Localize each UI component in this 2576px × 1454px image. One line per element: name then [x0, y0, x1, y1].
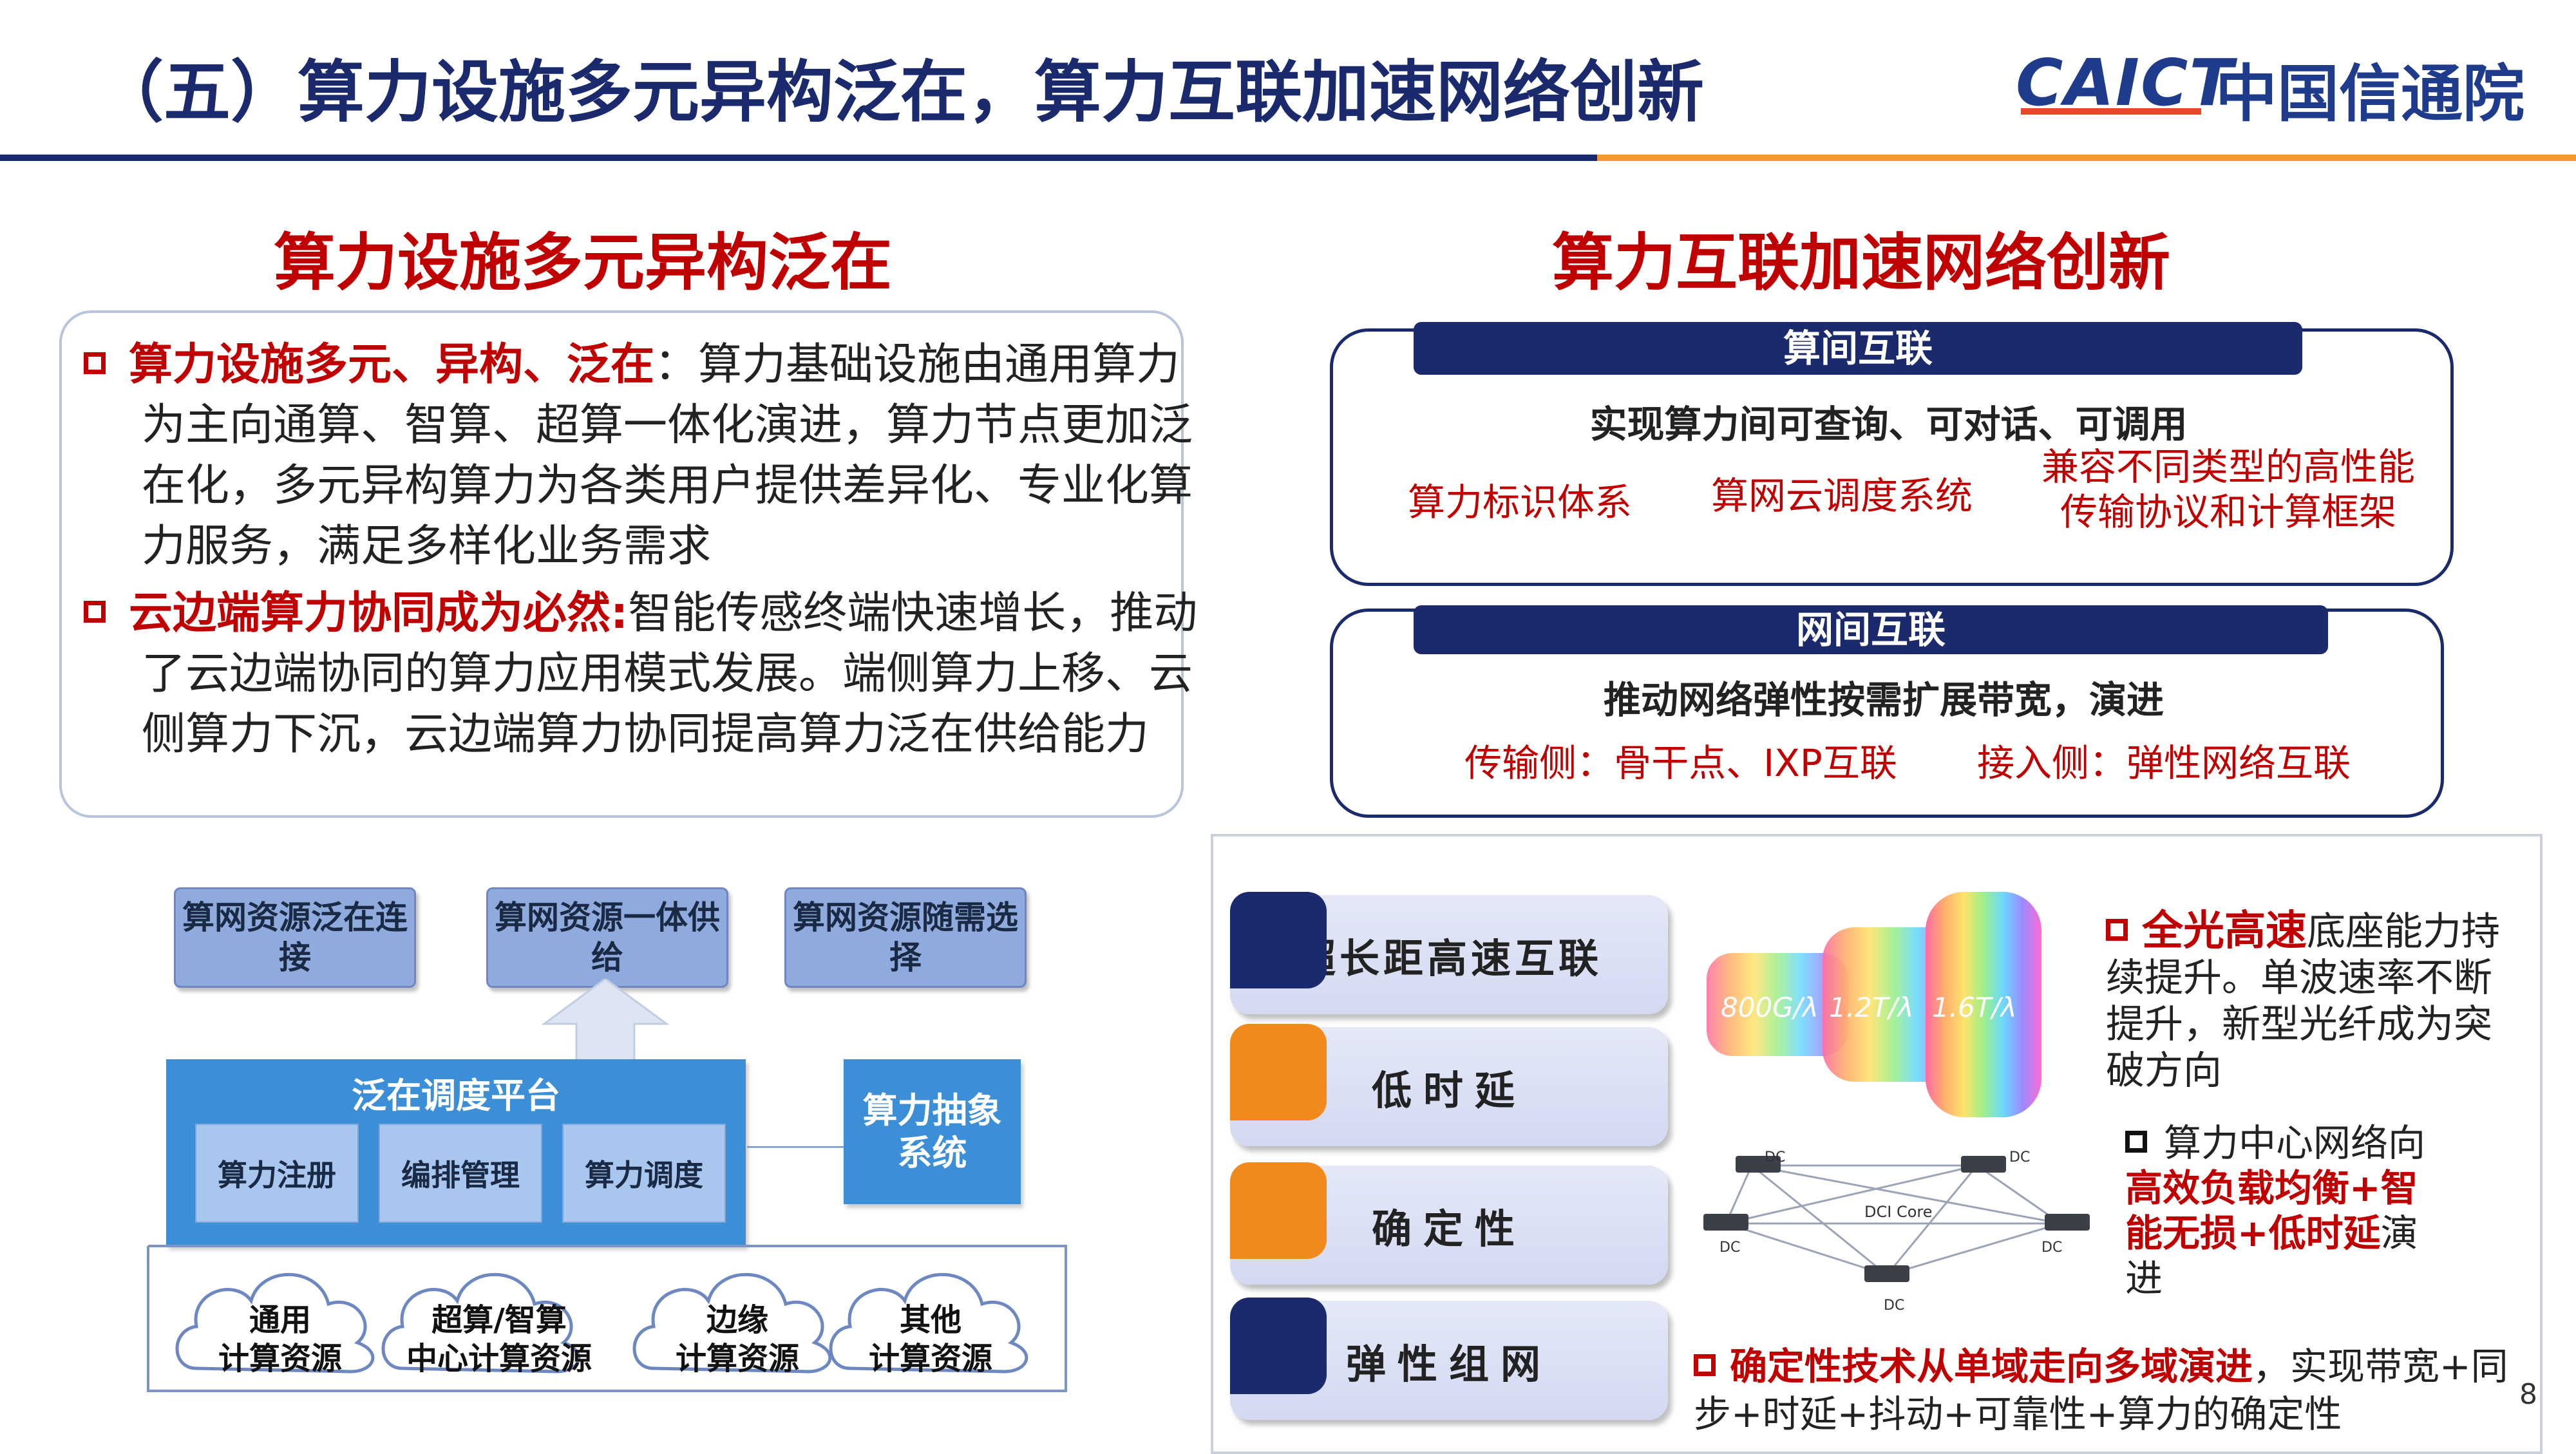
- cloud-other-line2: 计算资源: [868, 1341, 992, 1377]
- inter-network-head: 网间互联: [1414, 605, 2328, 654]
- cloud-edge: 边缘 计算资源: [644, 1301, 831, 1378]
- cloud-general-line2: 计算资源: [218, 1341, 342, 1377]
- point-dc-network-post: 演进: [2125, 1211, 2418, 1300]
- page-number: 8: [2519, 1378, 2537, 1411]
- right-section-title: 算力互联加速网络创新: [1552, 227, 2170, 299]
- speed-label-800g: 800G/λ: [1721, 992, 1819, 1023]
- point-all-optical: 全光高速底座能力持续提升。单波速率不断提升，新型光纤成为突破方向: [2106, 908, 2518, 1094]
- platform-title: 泛在调度平台: [352, 1075, 560, 1116]
- feature-low-latency-label: 低时延: [1371, 1066, 1526, 1114]
- feature-tab-icon: [1230, 1162, 1327, 1259]
- inter-network-item-transport: 传输侧：骨干点、IXP互联: [1464, 741, 1897, 785]
- feature-tab-icon: [1230, 1024, 1327, 1120]
- point-dc-network-pre: 算力中心网络向: [2164, 1121, 2426, 1165]
- inter-network-item-access: 接入侧：弹性网络互联: [1976, 741, 2351, 785]
- point-all-optical-lead: 全光高速: [2142, 907, 2307, 955]
- speed-label-1-6t: 1.6T/λ: [1932, 992, 2017, 1023]
- feature-deterministic-label: 确定性: [1371, 1205, 1526, 1252]
- logo-cn: 中国信通院: [2215, 58, 2524, 130]
- platform-item-scheduling: 算力调度: [562, 1124, 726, 1223]
- cloud-other-line1: 其他: [899, 1302, 961, 1338]
- cloud-hpc-line1: 超算/智算: [431, 1302, 567, 1338]
- left-bullet-2: 云边端算力协同成为必然:智能传感终端快速增长，推动了云边端协同的算力应用模式发展…: [84, 583, 1198, 765]
- left-bullet-1: 算力设施多元、异构、泛在：算力基础设施由通用算力为主向通算、智算、超算一体化演进…: [84, 335, 1198, 577]
- bullet-1-lead: 算力设施多元、异构、泛在: [129, 339, 655, 390]
- bullet-2-lead: 云边端算力协同成为必然:: [129, 588, 629, 639]
- inter-network-line: 推动网络弹性按需扩展带宽，演进: [1603, 678, 2164, 722]
- feature-elastic-label: 弹性组网: [1345, 1340, 1552, 1388]
- dci-core-label: DCI Core: [1864, 1203, 1933, 1221]
- inter-compute-line: 实现算力间可查询、可对话、可调用: [1589, 402, 2188, 446]
- inter-compute-item-protocols: 兼容不同类型的高性能传输协议和计算框架: [2041, 445, 2415, 534]
- point-dc-network-lead: 高效负载均衡+智能无损+低时延: [2125, 1166, 2418, 1255]
- square-bullet-icon: [1694, 1354, 1716, 1376]
- point-all-optical-text: 底座能力持续提升。单波速率不断提升，新型光纤成为突破方向: [2106, 909, 2500, 1093]
- diagram-connector-lines: [147, 1146, 1067, 1392]
- feature-long-distance-label: 超长距高速互联: [1295, 934, 1602, 982]
- compute-abstraction-system: 算力抽象系统: [844, 1059, 1021, 1204]
- page-title: （五）算力设施多元异构泛在，算力互联加速网络创新: [97, 53, 1705, 131]
- left-section-title: 算力设施多元异构泛在: [274, 227, 892, 299]
- scheduling-platform: 泛在调度平台 算力注册 编排管理 算力调度: [166, 1059, 746, 1246]
- logo-caict: CAICT: [2016, 45, 2235, 120]
- diagram-box-integrated: 算网资源一体供给: [486, 887, 728, 988]
- square-bullet-icon: [2125, 1130, 2147, 1153]
- speed-label-1-2t: 1.2T/λ: [1829, 992, 1914, 1023]
- dc-label: DC: [1884, 1298, 1905, 1314]
- bullet-2-text: 智能传感终端快速增长，推动了云边端协同的算力应用模式发展。端侧算力上移、云侧算力…: [142, 588, 1198, 760]
- up-arrow-icon: [541, 979, 670, 1062]
- point-dc-network: 算力中心网络向高效负载均衡+智能无损+低时延演进: [2125, 1120, 2441, 1301]
- diagram-box-on-demand: 算网资源随需选择: [784, 887, 1027, 988]
- dc-label: DC: [1719, 1240, 1741, 1256]
- cloud-general: 通用 计算资源: [187, 1301, 374, 1378]
- header-divider-blue: [0, 155, 1597, 161]
- inter-compute-item-identifier: 算力标识体系: [1407, 480, 1632, 524]
- bullet-1-text: 算力基础设施由通用算力为主向通算、智算、超算一体化演进，算力节点更加泛在化，多元…: [142, 339, 1193, 572]
- cloud-edge-line1: 边缘: [706, 1302, 768, 1338]
- dc-label: DC: [2041, 1240, 2063, 1256]
- inter-compute-head: 算间互联: [1414, 322, 2302, 375]
- spectrum-cylinder-large: [1926, 892, 2041, 1117]
- square-bullet-icon: [2106, 919, 2128, 941]
- cloud-general-line1: 通用: [249, 1302, 311, 1338]
- point-deterministic: 确定性技术从单域走向多域演进，实现带宽+同步+时延+抖动+可靠性+算力的确定性: [1694, 1343, 2518, 1438]
- cloud-hpc: 超算/智算 中心计算资源: [393, 1301, 605, 1378]
- point-deterministic-lead: 确定性技术从单域走向多域演进: [1730, 1345, 2253, 1388]
- logo-underline: [2021, 108, 2201, 115]
- point-deterministic-text: ，实现带宽+同步+时延+抖动+可靠性+算力的确定性: [1694, 1345, 2508, 1436]
- cloud-other: 其他 计算资源: [837, 1301, 1024, 1378]
- inter-compute-item-scheduler: 算网云调度系统: [1710, 474, 1973, 518]
- feature-tab-icon: [1230, 892, 1327, 988]
- cloud-edge-line2: 计算资源: [675, 1341, 799, 1377]
- diagram-box-ubiquitous: 算网资源泛在连接: [174, 887, 416, 988]
- dc-label: DC: [2009, 1149, 2031, 1166]
- left-text-box: [59, 310, 1184, 818]
- square-bullet-icon: [84, 601, 106, 623]
- square-bullet-icon: [84, 352, 106, 375]
- cloud-hpc-line2: 中心计算资源: [406, 1341, 592, 1377]
- feature-tab-icon: [1230, 1298, 1327, 1394]
- header-divider-orange: [1597, 155, 2576, 161]
- platform-item-register: 算力注册: [195, 1124, 359, 1223]
- dci-network-diagram: [1703, 1156, 2090, 1282]
- platform-item-orchestration: 编排管理: [379, 1124, 542, 1223]
- bullet-1-sep: ：: [654, 339, 699, 390]
- dc-label: DC: [1765, 1149, 1786, 1166]
